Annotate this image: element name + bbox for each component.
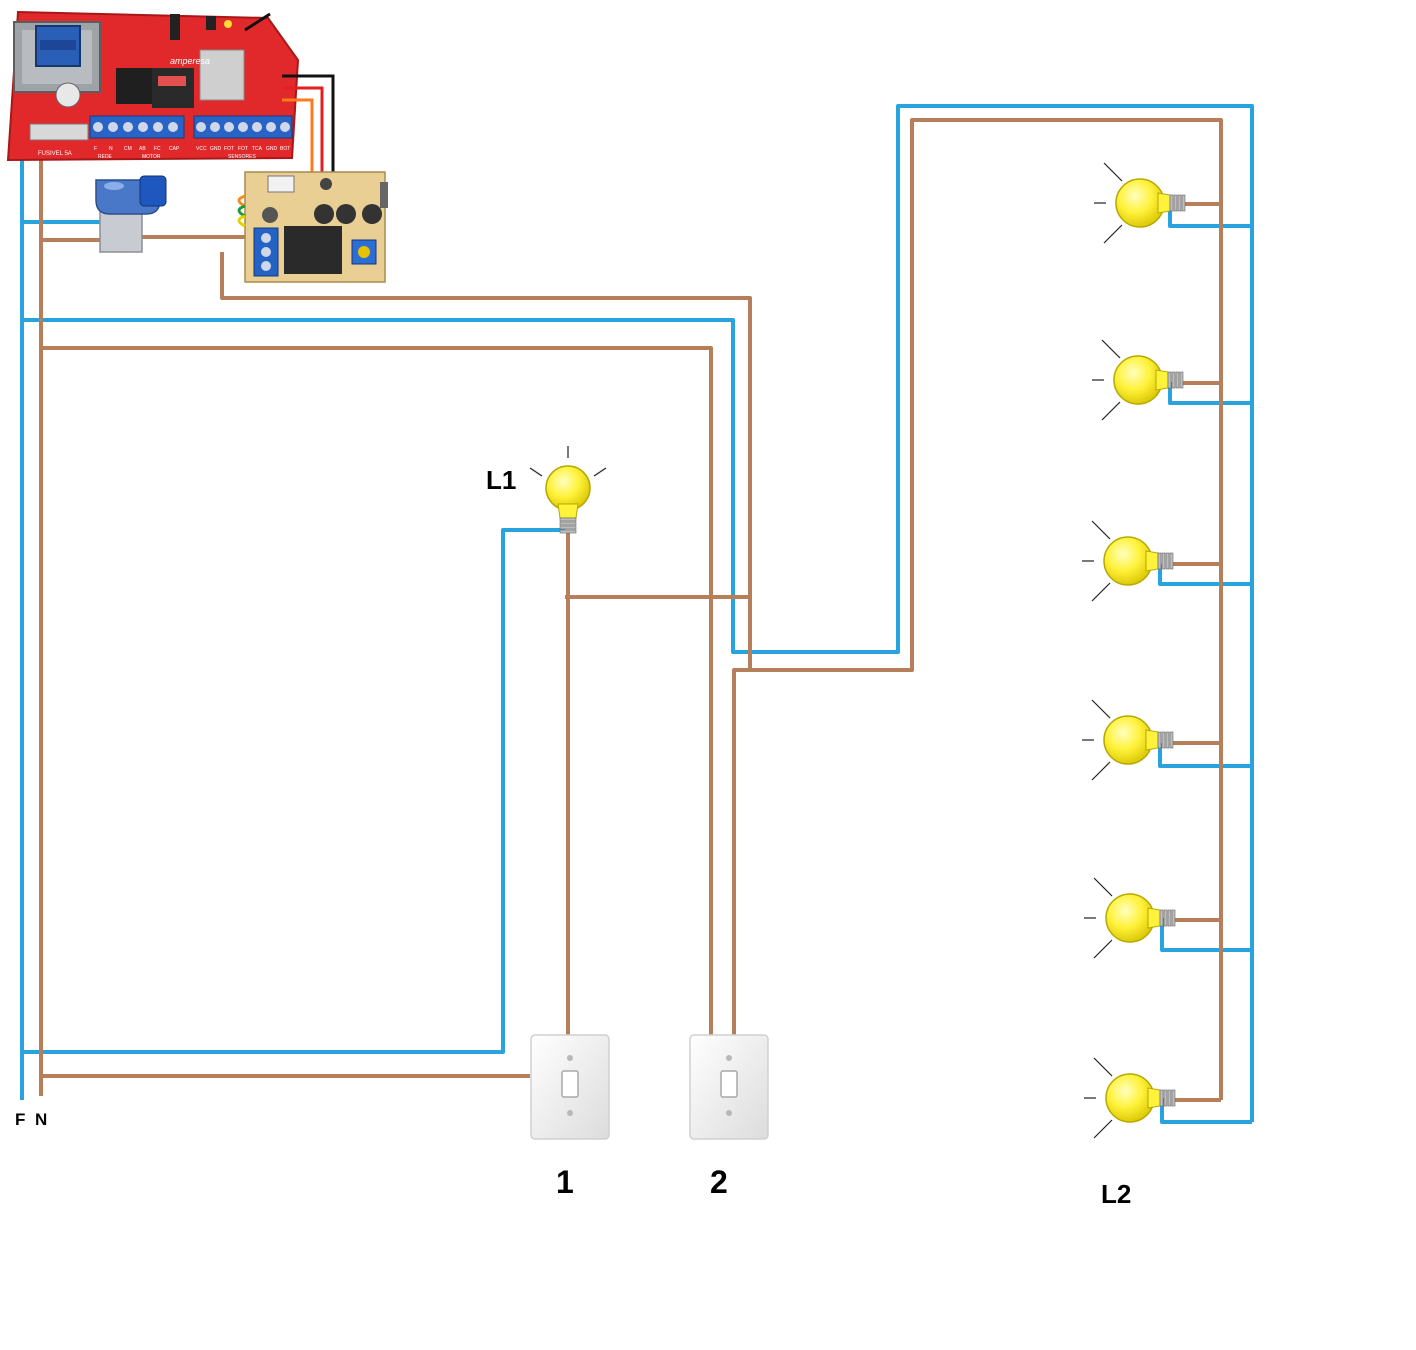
switch-2[interactable] xyxy=(689,1034,769,1140)
lamp-group2-label: L2 xyxy=(1101,1179,1131,1209)
terminal-strip-left xyxy=(89,115,185,139)
lamp-l1 xyxy=(529,446,607,534)
bulb-icon xyxy=(1092,339,1184,421)
relay-out-wire xyxy=(220,252,752,672)
phase-label: F xyxy=(15,1110,25,1129)
lamp-group-l2 xyxy=(1082,162,1186,1139)
phase-to-switch1-wire xyxy=(22,528,565,1054)
phase-to-group2-wire xyxy=(22,104,1254,1122)
lamp1-label: L1 xyxy=(486,465,516,495)
transformer xyxy=(13,21,101,93)
photocell-sensor xyxy=(95,175,167,253)
neutral-wires xyxy=(39,118,1223,1102)
switch1-label: 1 xyxy=(556,1164,574,1200)
trimmer-pot xyxy=(351,239,377,265)
bulb-icon xyxy=(529,446,607,534)
bulb-icon xyxy=(1082,699,1174,781)
bulb-icon xyxy=(1084,1057,1176,1139)
bulb-icon xyxy=(1084,877,1176,959)
fuse-holder xyxy=(29,123,89,141)
pic-chip xyxy=(199,49,245,101)
bulb1-phase xyxy=(1168,208,1252,228)
neutral-to-switch2-wire xyxy=(41,346,713,1035)
bulb5-phase xyxy=(1160,918,1252,952)
voltage-regulator xyxy=(55,82,81,108)
switch-1[interactable] xyxy=(530,1034,610,1140)
switch2-label: 2 xyxy=(710,1164,728,1200)
bulb4-phase xyxy=(1158,743,1252,768)
relay-block xyxy=(116,68,194,108)
relay-coil xyxy=(284,226,342,274)
brand-label: amperesa xyxy=(170,56,210,66)
antenna-wire xyxy=(244,12,271,32)
bulb3-phase xyxy=(1158,564,1252,586)
relay-module xyxy=(237,171,388,283)
bulb2-phase xyxy=(1168,382,1252,405)
neutral-label: N xyxy=(35,1110,47,1129)
phase-wires xyxy=(20,104,1254,1124)
group-rede: REDE xyxy=(98,154,113,160)
group-sensores: SENSORES xyxy=(228,154,256,160)
led-indicator xyxy=(224,20,232,28)
bulb-icon xyxy=(1082,520,1174,602)
fuse-label: FUSIVEL 5A xyxy=(38,151,72,157)
terminal-strip-right xyxy=(193,115,293,139)
group-motor: MOTOR xyxy=(142,154,161,160)
bulb-icon xyxy=(1094,162,1186,244)
board-to-relay-ribbon xyxy=(282,74,335,178)
switch2-to-group2-wire xyxy=(732,118,1223,1100)
jumper-header xyxy=(170,14,180,40)
